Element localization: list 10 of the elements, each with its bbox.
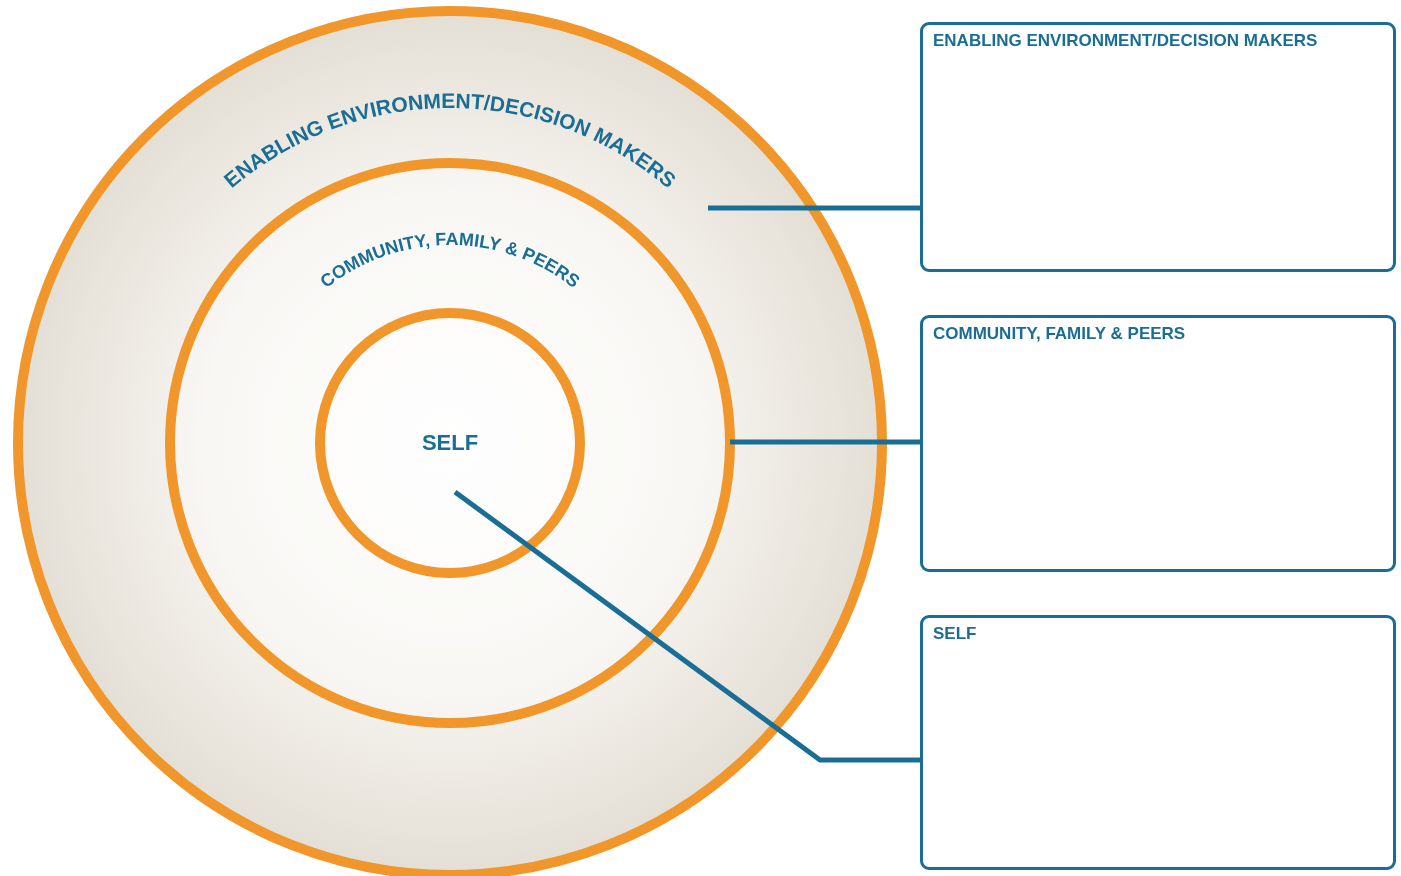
ring-label: SELF bbox=[421, 430, 479, 456]
box-heading: ENABLING ENVIRONMENT/DECISION MAKERS bbox=[933, 31, 1318, 51]
connector-line bbox=[453, 490, 920, 763]
box-heading: COMMUNITY, FAMILY & PEERS bbox=[933, 324, 1186, 344]
connector-line bbox=[708, 205, 920, 211]
text-box bbox=[920, 22, 1396, 272]
box-heading: SELF bbox=[933, 624, 977, 644]
connector-line bbox=[730, 439, 920, 445]
text-box bbox=[920, 315, 1396, 572]
text-box bbox=[920, 615, 1396, 870]
